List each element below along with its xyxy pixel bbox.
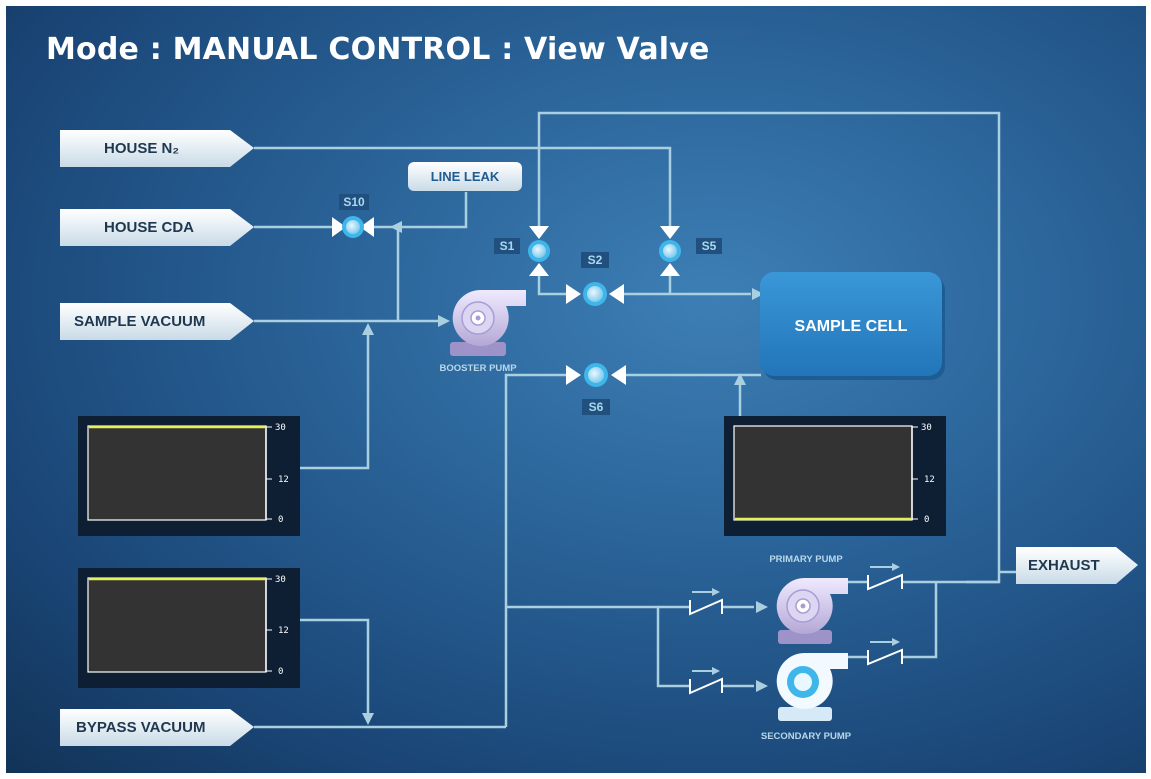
primary-pump[interactable] <box>776 578 848 644</box>
line-leak-button[interactable]: LINE LEAK <box>408 162 522 191</box>
primary-pump-label: PRIMARY PUMP <box>769 554 843 565</box>
valve-s5[interactable] <box>659 226 681 276</box>
valve-s10[interactable] <box>332 216 374 238</box>
bypass-vacuum-gauge[interactable]: 30 12 0 <box>78 568 300 688</box>
valve-s5-label: S5 <box>702 239 717 253</box>
gauge-tick-12: 12 <box>278 475 289 485</box>
arrow-down-bypass <box>362 713 374 725</box>
booster-pump-label: BOOSTER PUMP <box>439 363 517 374</box>
valve-s1[interactable] <box>528 226 550 276</box>
arrow-to-secondary <box>756 680 768 692</box>
arrow-to-s10 <box>390 221 402 233</box>
valve-s2-label: S2 <box>588 253 603 267</box>
tag-house-cda[interactable]: HOUSE CDA <box>60 209 254 246</box>
sample-vacuum-gauge[interactable]: 30 12 0 <box>78 416 300 536</box>
line-leak-label: LINE LEAK <box>431 169 500 184</box>
gauge-tick-12: 12 <box>924 475 935 485</box>
gauge-tick-30: 30 <box>275 575 286 585</box>
valve-s2-tag: S2 <box>581 252 609 268</box>
arrow-to-primary <box>756 601 768 613</box>
valve-s1-tag: S1 <box>494 238 520 254</box>
valve-s10-tag: S10 <box>339 194 369 210</box>
valve-s5-tag: S5 <box>696 238 722 254</box>
tag-bypass-vacuum-label: BYPASS VACUUM <box>76 719 205 736</box>
page-title: Mode : MANUAL CONTROL : View Valve <box>46 32 710 67</box>
scada-screen: Mode : MANUAL CONTROL : View Valve <box>6 6 1146 773</box>
tag-exhaust-label: EXHAUST <box>1028 557 1100 574</box>
valve-s6-tag: S6 <box>582 399 610 415</box>
arrow-to-sample-cell <box>752 288 764 300</box>
secondary-pump[interactable] <box>776 653 848 721</box>
tag-exhaust[interactable]: EXHAUST <box>1016 547 1138 584</box>
gauge-tick-0: 0 <box>278 667 283 677</box>
gauge-tick-30: 30 <box>275 423 286 433</box>
sample-cell-label: SAMPLE CELL <box>795 318 908 335</box>
tag-house-n2[interactable]: HOUSE N₂ <box>60 130 254 167</box>
arrow-to-booster <box>438 315 450 327</box>
valve-s10-label: S10 <box>343 195 365 209</box>
pipes <box>254 111 1016 729</box>
secondary-pump-label: SECONDARY PUMP <box>761 731 852 742</box>
check-valve-secondary-out <box>867 638 903 666</box>
valve-s6-label: S6 <box>589 400 604 414</box>
gauge-tick-0: 0 <box>924 515 929 525</box>
valve-s1-label: S1 <box>500 239 515 253</box>
arrow-up-cell-gauge <box>734 373 746 385</box>
sample-cell-gauge[interactable]: 30 12 0 <box>724 416 946 536</box>
booster-pump[interactable] <box>450 290 526 356</box>
tag-house-n2-label: HOUSE N₂ <box>104 140 179 157</box>
gauge-tick-30: 30 <box>921 423 932 433</box>
check-valve-secondary-in <box>689 667 723 695</box>
tag-sample-vacuum[interactable]: SAMPLE VACUUM <box>60 303 254 340</box>
process-diagram: HOUSE N₂ HOUSE CDA SAMPLE VACUUM BYPASS … <box>60 111 1138 746</box>
tag-bypass-vacuum[interactable]: BYPASS VACUUM <box>60 709 254 746</box>
sample-cell[interactable]: SAMPLE CELL <box>760 272 945 380</box>
valve-s2[interactable] <box>566 282 624 306</box>
tag-sample-vacuum-label: SAMPLE VACUUM <box>74 313 205 330</box>
valve-s6[interactable] <box>566 363 626 387</box>
gauge-tick-0: 0 <box>278 515 283 525</box>
check-valve-primary-out <box>867 563 903 591</box>
gauge-tick-12: 12 <box>278 626 289 636</box>
tag-house-cda-label: HOUSE CDA <box>104 219 194 236</box>
arrow-up-sample-gauge <box>362 323 374 335</box>
flow-arrows <box>362 221 768 725</box>
check-valve-primary-in <box>689 588 723 616</box>
